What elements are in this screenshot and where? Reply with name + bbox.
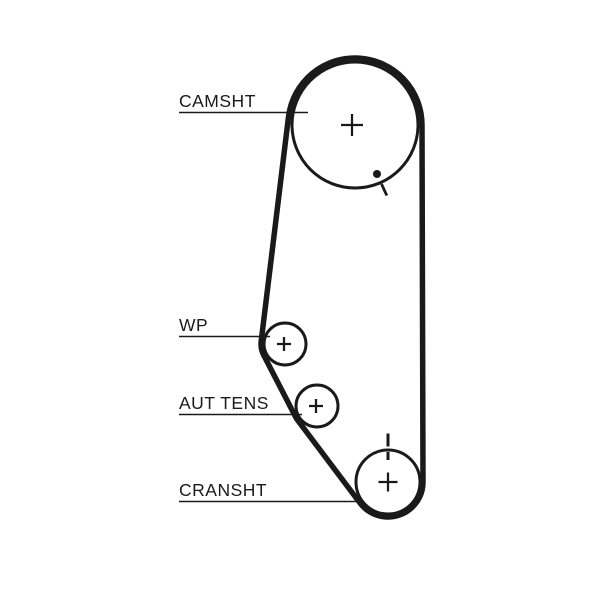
water-pump-label: WP: [179, 315, 208, 335]
camshaft-label: CAMSHT: [179, 91, 256, 111]
tensioner-crosshair: [309, 399, 323, 413]
crankshaft-crosshair: [378, 472, 398, 492]
timing-belt-path: [258, 55, 426, 520]
camshaft-timing-tick: [380, 183, 389, 197]
tensioner-label: AUT TENS: [179, 393, 269, 413]
camshaft-crosshair: [341, 114, 363, 136]
crankshaft-label: CRANSHT: [179, 480, 267, 500]
camshaft-timing-dot: [373, 170, 381, 178]
water-pump-crosshair: [277, 337, 291, 351]
